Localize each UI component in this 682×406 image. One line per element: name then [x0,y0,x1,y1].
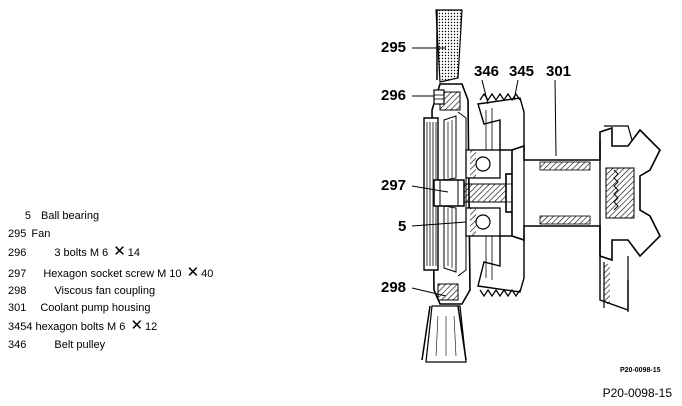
callout-296: 296 [381,87,406,104]
legend-text: Viscous fan coupling [54,285,156,297]
legend-item-301: 301 Coolant pump housing [8,302,150,315]
legend-item-298: 298 Viscous fan coupling [8,285,155,298]
callout-5: 5 [398,218,406,235]
callout-297: 297 [381,177,406,194]
legend-text: hexagon bolts M 6 ✕12 [35,317,158,334]
callout-346: 346 [474,63,499,80]
bolt-296 [433,89,445,105]
legend-text: Coolant pump housing [40,302,151,314]
legend-num: 297 [8,268,27,280]
legend-num: 295 [8,228,27,240]
central-screw-297 [433,179,509,207]
viscous-coupling-body [423,83,471,305]
legend-text: Ball bearing [41,210,100,222]
legend-text: Hexagon socket screw M 10 ✕40 [43,264,214,281]
drawing-reference-small: P20-0098-15 [620,367,661,374]
legend-item-346: 346 Belt pulley [8,339,105,352]
legend-num: 301 [8,302,27,314]
drawing-reference-footer: P20-0098-15 [602,386,672,400]
fan-blade-upper [435,9,463,83]
legend-item-5: 5 Ball bearing [8,210,99,223]
coolant-pump-housing-301 [511,125,661,312]
legend-num: 5 [24,210,31,222]
legend-num: 3454 [8,321,33,333]
bearing-5 [465,149,501,237]
fan-blade-lower [421,305,467,363]
legend-num: 298 [8,285,27,297]
callout-345: 345 [509,63,534,80]
callout-301: 301 [546,63,571,80]
legend-num: 346 [8,339,27,351]
legend-item-296: 296 3 bolts M 6 ✕14 [8,243,141,260]
callout-295: 295 [381,39,406,56]
legend-num: 296 [8,247,27,259]
legend-item-295: 295 Fan [8,228,50,241]
legend-text: Fan [31,228,51,240]
legend-text: 3 bolts M 6 ✕14 [54,243,141,260]
callout-298: 298 [381,279,406,296]
legend-text: Belt pulley [54,339,106,351]
legend-item-297: 297 Hexagon socket screw M 10 ✕40 [8,264,214,281]
leader-lines [411,47,557,297]
